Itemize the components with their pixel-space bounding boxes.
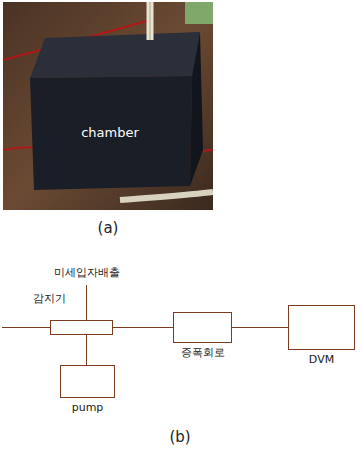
inlet-wire: [2, 327, 50, 328]
figure-label: (b): [169, 429, 190, 446]
sensor-box: 감지기: [50, 320, 113, 335]
outlet-label: 미세입자배출: [54, 267, 120, 279]
wire-connector: [113, 327, 173, 328]
dvm-box: DVM: [288, 305, 355, 350]
node-caption: 증폭회로: [181, 347, 225, 359]
outlet-wire: [86, 285, 87, 320]
wire-connector: [86, 335, 87, 365]
pump-box: pump: [60, 365, 115, 398]
node-caption: DVM: [309, 354, 334, 366]
node-caption: 감지기: [33, 293, 66, 305]
figure-label: (a): [98, 220, 119, 237]
chamber-label: chamber: [81, 126, 139, 140]
amplifier-box: 증폭회로: [173, 312, 232, 343]
node-caption: pump: [72, 402, 104, 414]
wire-connector: [232, 327, 288, 328]
